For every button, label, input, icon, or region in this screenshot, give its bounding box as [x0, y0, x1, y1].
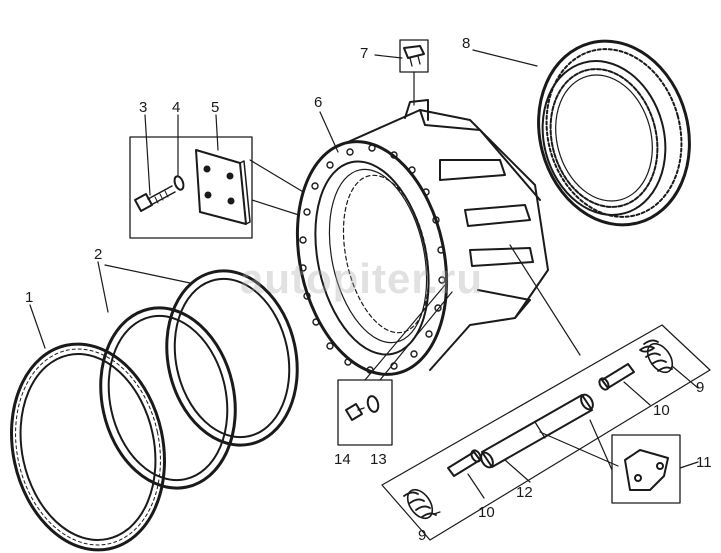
callout-1: 1 [25, 289, 34, 306]
callout-10-upper: 10 [653, 402, 670, 419]
part-11-bracket [624, 449, 669, 491]
callout-frame-13-14 [337, 379, 393, 446]
callout-7: 7 [360, 45, 369, 62]
callout-2: 2 [94, 246, 103, 263]
callout-12: 12 [516, 484, 533, 501]
part-5-plate [195, 149, 251, 225]
callout-3: 3 [139, 99, 148, 116]
callout-5: 5 [211, 99, 220, 116]
part-9-spring-lower [403, 488, 437, 520]
leader-8 [472, 49, 538, 67]
callout-frame-11 [611, 434, 681, 504]
leader-shaft-to-11a [539, 431, 619, 467]
part-8-ring-gear [537, 39, 691, 227]
callout-9-lower: 9 [418, 527, 427, 544]
part-12-shaft [480, 393, 594, 469]
part-9-spring-upper [639, 339, 674, 374]
callout-9-upper: 9 [696, 379, 705, 396]
part-10-pin-lower [447, 449, 482, 477]
part-10-pin-upper [598, 363, 635, 391]
part-13-washer [366, 395, 380, 413]
callout-10-lower: 10 [478, 504, 495, 521]
callout-13: 13 [370, 451, 387, 468]
part-2-seal-ring-front [99, 306, 237, 490]
callout-leaders [29, 54, 699, 515]
callout-14: 14 [334, 451, 351, 468]
leader-housing-pin [509, 244, 581, 356]
callout-6: 6 [314, 94, 323, 111]
callout-4: 4 [172, 99, 181, 116]
callout-frame-3-4-5 [129, 136, 253, 239]
part-6-housing [295, 99, 549, 376]
part-3-bolt [134, 185, 176, 212]
watermark-text: autopiter.ru [240, 255, 484, 302]
part-4-washer [173, 175, 185, 191]
part-7-plug [399, 39, 429, 106]
part-2-seal-ring-back [165, 269, 299, 447]
callout-11: 11 [696, 454, 712, 471]
callout-8: 8 [462, 35, 471, 52]
part-14-bolt [345, 403, 365, 421]
leader-frame-13-14 [364, 284, 446, 381]
part-1-o-ring [10, 342, 166, 552]
leader-shaft-to-11b [589, 419, 613, 471]
pin-assembly-frame [381, 324, 711, 541]
